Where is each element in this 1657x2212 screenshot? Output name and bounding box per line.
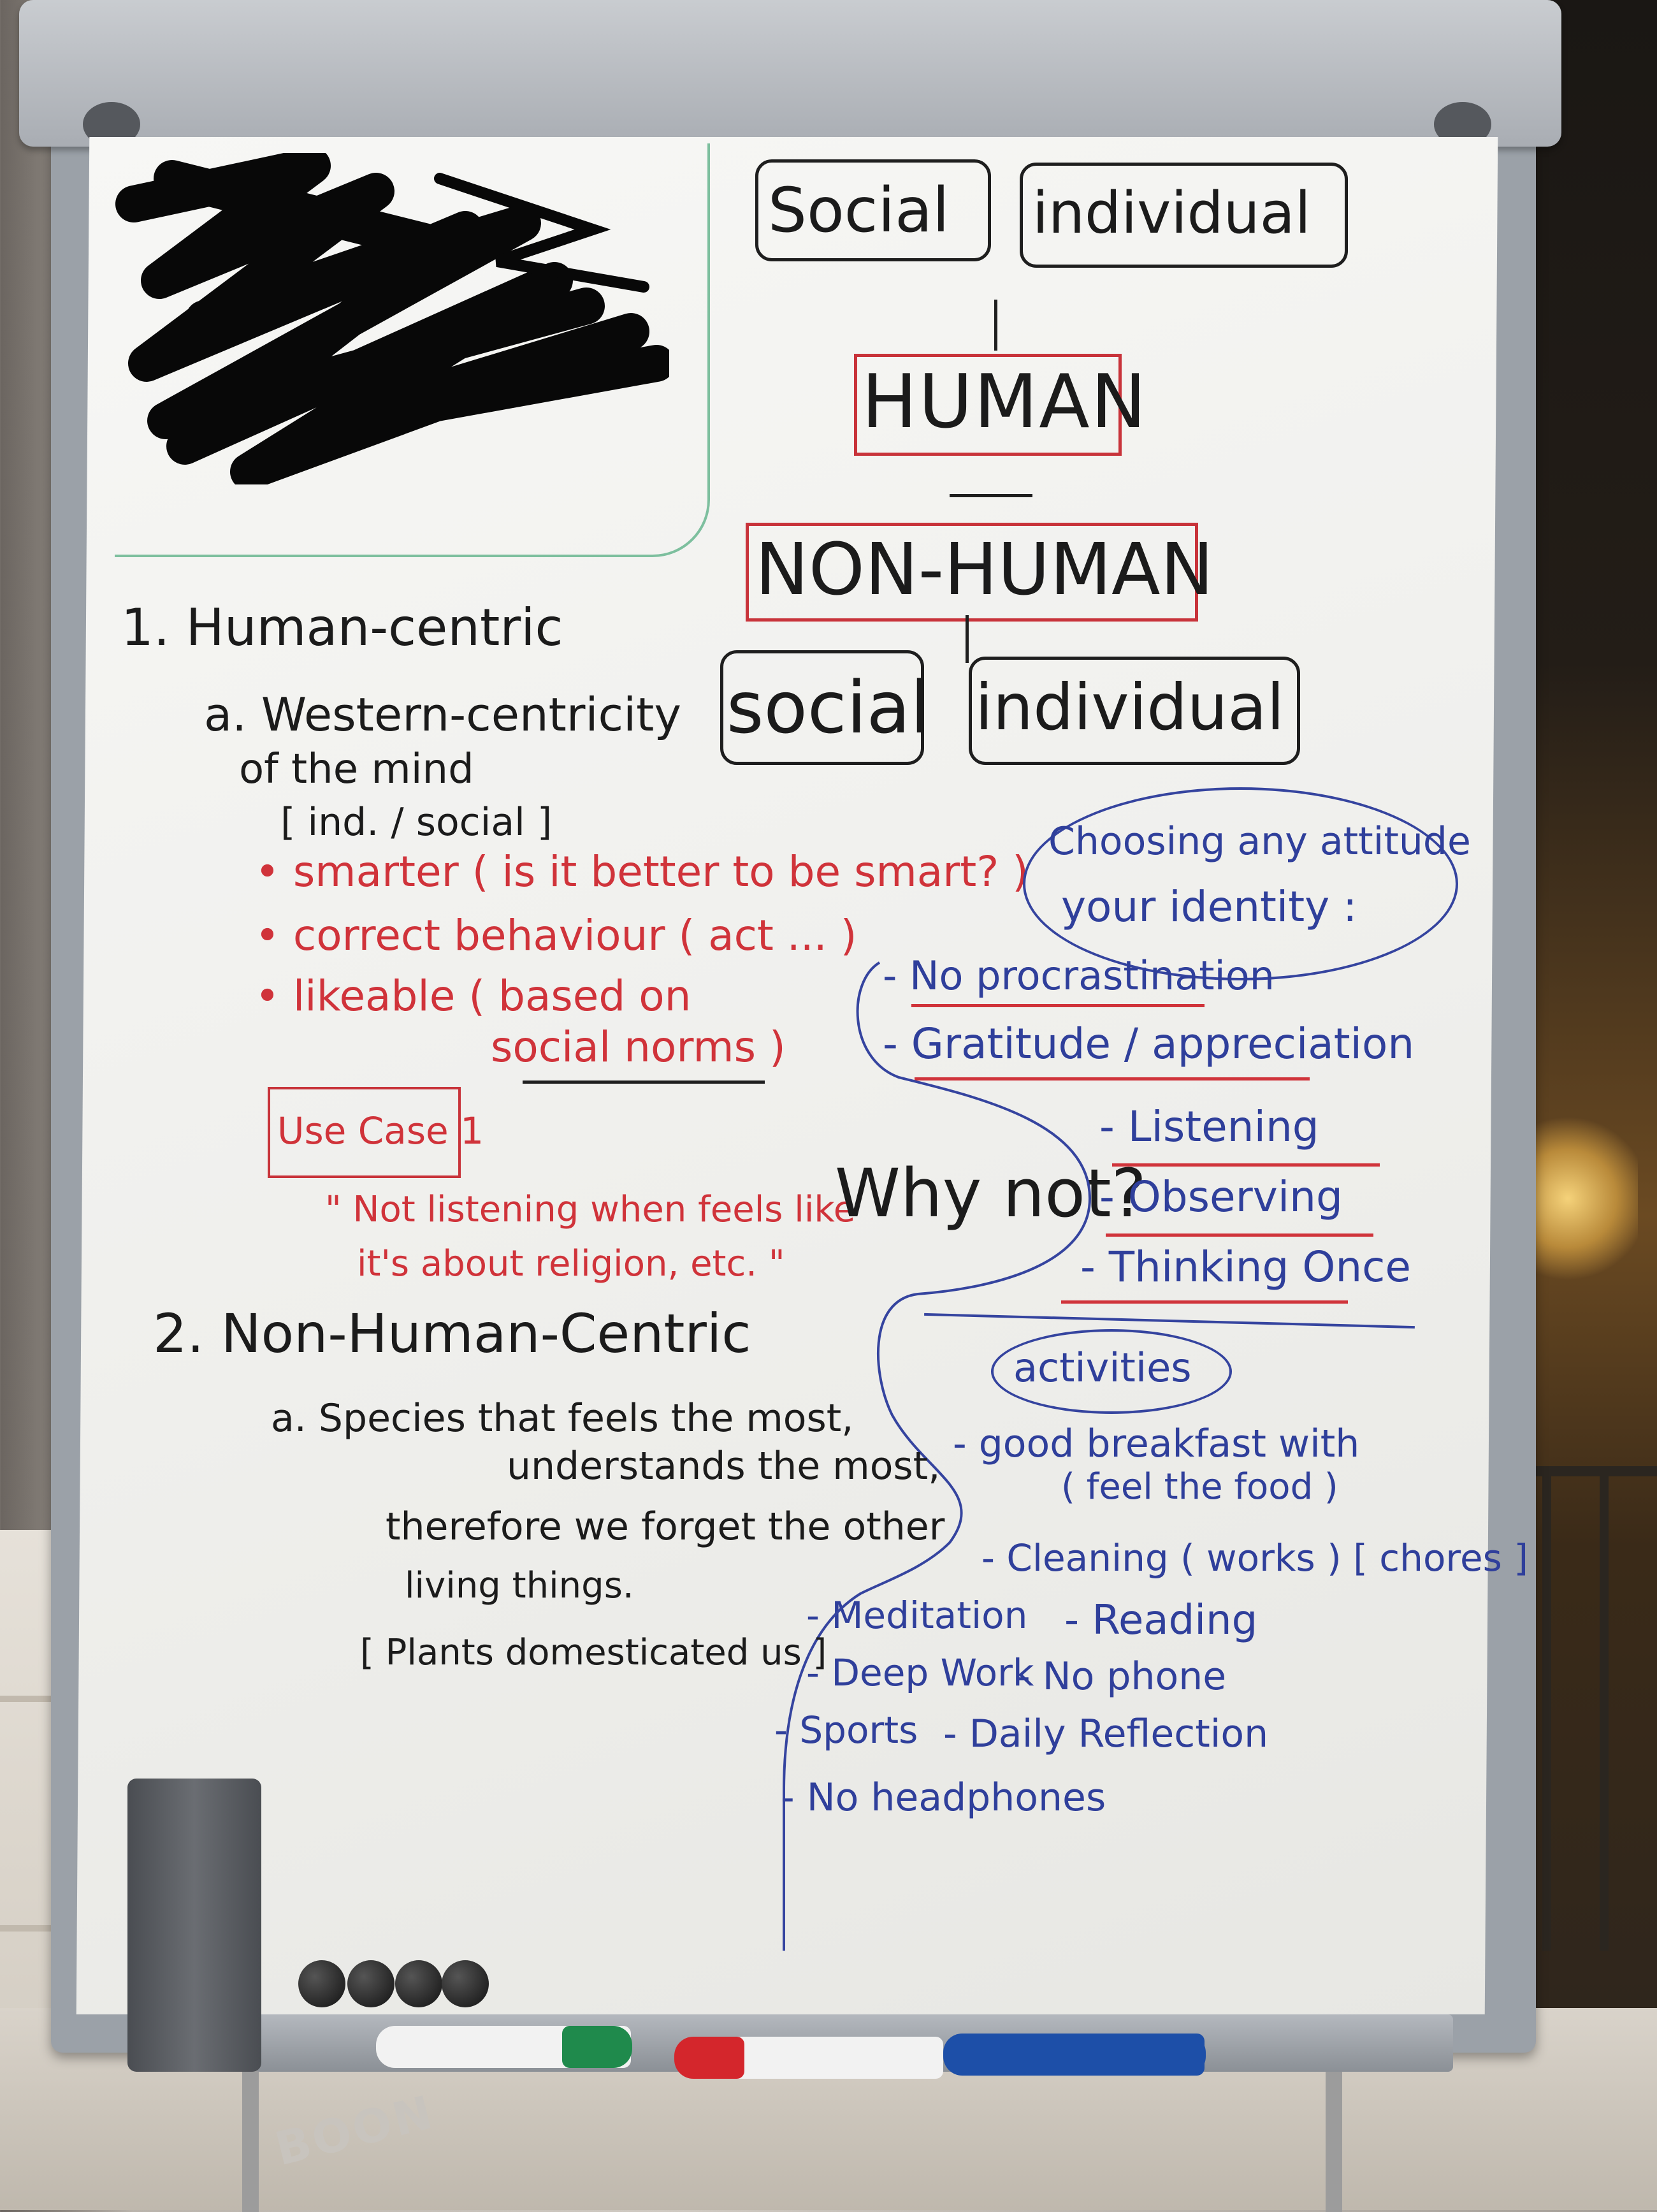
section1-sub-a-line2: of the mind bbox=[239, 746, 474, 793]
attitude-item: - Gratitude / appreciation bbox=[883, 1019, 1415, 1068]
magnet bbox=[347, 1960, 394, 2007]
attitude-item: - Listening bbox=[1099, 1102, 1319, 1151]
section2-heading: 2. Non-Human-Centric bbox=[153, 1302, 751, 1365]
activities-label: activities bbox=[1013, 1344, 1192, 1391]
easel-leg bbox=[1326, 2059, 1342, 2212]
social-box-bottom bbox=[720, 650, 924, 765]
human-box bbox=[854, 354, 1122, 456]
use-case-label: Use Case 1 bbox=[277, 1109, 484, 1153]
social-box bbox=[755, 159, 991, 261]
red-underline bbox=[1112, 1163, 1380, 1167]
balcony-bar bbox=[1600, 1466, 1609, 1951]
non-human-box bbox=[746, 523, 1198, 622]
activity-item: - No phone bbox=[1017, 1654, 1227, 1699]
social-label-bottom: social bbox=[727, 667, 930, 750]
magnet bbox=[298, 1960, 345, 2007]
individual-label-bottom: individual bbox=[975, 670, 1285, 745]
activity-item: - Meditation bbox=[806, 1594, 1028, 1637]
human-label: HUMAN bbox=[862, 359, 1148, 445]
section2-line1: a. Species that feels the most, bbox=[271, 1396, 854, 1441]
individual-box bbox=[1020, 163, 1348, 268]
red-marker[interactable] bbox=[674, 2037, 943, 2079]
magnet bbox=[395, 1960, 442, 2007]
green-outline-box bbox=[115, 143, 710, 557]
section1-heading: 1. Human-centric bbox=[121, 598, 563, 657]
underline bbox=[523, 1081, 765, 1084]
red-item: • likeable ( based on bbox=[255, 971, 691, 1021]
red-underline bbox=[915, 1077, 1310, 1081]
whiteboard-top-rail bbox=[19, 0, 1561, 147]
eraser bbox=[127, 1779, 261, 2072]
red-item: social norms ) bbox=[491, 1022, 786, 1072]
why-not-text: Why not? bbox=[835, 1154, 1147, 1232]
activity-item: - No headphones bbox=[781, 1775, 1106, 1820]
redacted-scribble bbox=[115, 153, 669, 484]
activities-bubble bbox=[991, 1329, 1232, 1414]
red-item: • smarter ( is it better to be smart? ) bbox=[255, 847, 1029, 896]
red-underline bbox=[1106, 1233, 1373, 1237]
identity-bubble bbox=[1023, 787, 1458, 980]
section2-line2: understands the most, bbox=[507, 1444, 941, 1488]
section1-sub-a-line1: a. Western-centricity bbox=[204, 688, 681, 741]
section1-bracket: [ ind. / social ] bbox=[280, 800, 553, 845]
blue-marker[interactable] bbox=[943, 2034, 1206, 2076]
section2-line4: living things. bbox=[405, 1565, 634, 1606]
connector bbox=[994, 300, 997, 351]
activity-item: - Reading bbox=[1064, 1597, 1258, 1644]
connector bbox=[966, 615, 969, 663]
balcony-bar bbox=[1542, 1466, 1551, 1951]
attitude-item: - Observing bbox=[1099, 1172, 1343, 1221]
activity-item: - Daily Reflection bbox=[943, 1712, 1269, 1756]
divider-line bbox=[950, 494, 1032, 497]
bubble-line1: Choosing any attitude bbox=[1048, 819, 1471, 864]
bubble-line2: your identity : bbox=[1061, 882, 1357, 931]
individual-label: individual bbox=[1032, 180, 1311, 247]
blue-bracket-stroke bbox=[783, 961, 1092, 1951]
use-case-quote-line1: " Not listening when feels like bbox=[325, 1189, 856, 1230]
easel-leg bbox=[242, 2059, 259, 2212]
activity-item: ( feel the food ) bbox=[1061, 1466, 1338, 1508]
use-case-quote-line2: it's about religion, etc. " bbox=[357, 1243, 785, 1284]
individual-box-bottom bbox=[969, 657, 1300, 765]
activity-item: - Sports bbox=[774, 1708, 918, 1752]
activity-item: - good breakfast with bbox=[953, 1422, 1360, 1466]
attitude-item: - No procrastination bbox=[883, 952, 1275, 999]
section2-bracket: [ Plants domesticated us ] bbox=[360, 1632, 827, 1673]
red-item: • correct behaviour ( act ... ) bbox=[255, 911, 857, 960]
section2-line3: therefore we forget the other bbox=[386, 1504, 945, 1549]
activity-item: - Cleaning ( works ) [ chores ] bbox=[981, 1536, 1528, 1580]
green-marker[interactable] bbox=[376, 2026, 632, 2068]
use-case-box bbox=[268, 1087, 461, 1178]
magnet bbox=[442, 1960, 489, 2007]
non-human-label: NON-HUMAN bbox=[755, 528, 1214, 611]
red-underline bbox=[911, 1004, 1205, 1007]
activity-item: - Deep Work bbox=[806, 1651, 1034, 1694]
red-underline bbox=[1061, 1300, 1348, 1304]
attitude-item: - Thinking Once bbox=[1080, 1242, 1412, 1292]
social-label: Social bbox=[768, 175, 950, 246]
